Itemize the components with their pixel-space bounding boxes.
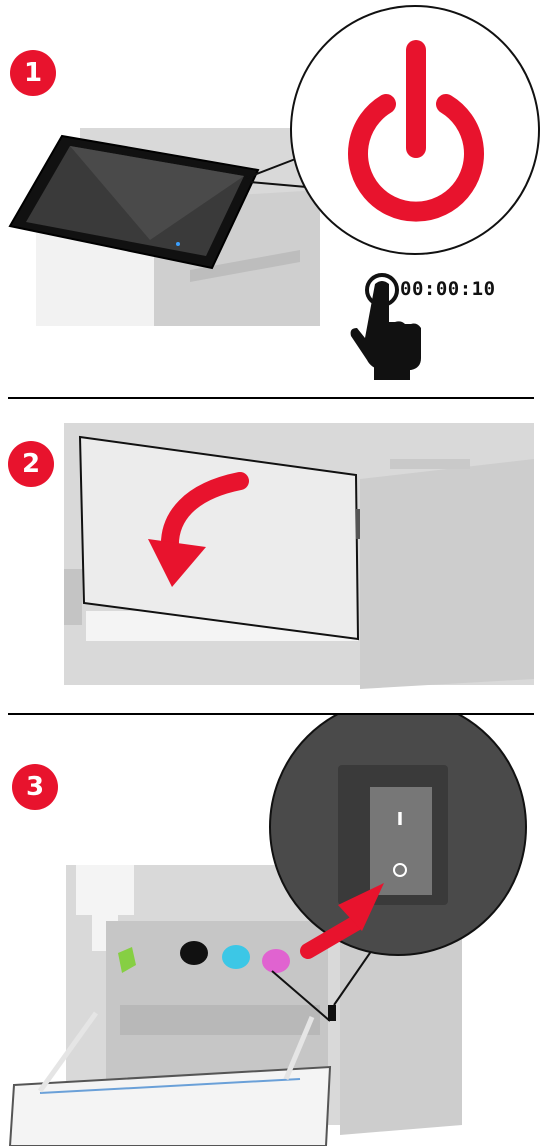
toner-magenta <box>262 949 290 973</box>
step-1-panel: 1 00:00:10 <box>0 0 540 397</box>
toner-black <box>180 941 208 965</box>
step-3-badge: 3 <box>12 764 58 810</box>
svg-text:I: I <box>397 809 404 830</box>
step-1-illustration <box>0 0 540 397</box>
open-front-cover <box>10 1067 330 1146</box>
door-latch <box>356 509 360 539</box>
step-1-badge: 1 <box>10 50 56 96</box>
power-switch-small <box>328 1005 336 1021</box>
step-2-badge: 2 <box>8 441 54 487</box>
step-2-panel: 2 <box>0 399 540 713</box>
hold-time-label: 00:00:10 <box>400 278 496 300</box>
toner-cyan <box>222 945 250 969</box>
printer-side <box>360 459 534 689</box>
step-3-illustration: I <box>0 715 540 1146</box>
power-switch-icon <box>370 787 432 895</box>
step-2-illustration <box>0 399 540 713</box>
step-3-panel: I 3 <box>0 715 540 1146</box>
